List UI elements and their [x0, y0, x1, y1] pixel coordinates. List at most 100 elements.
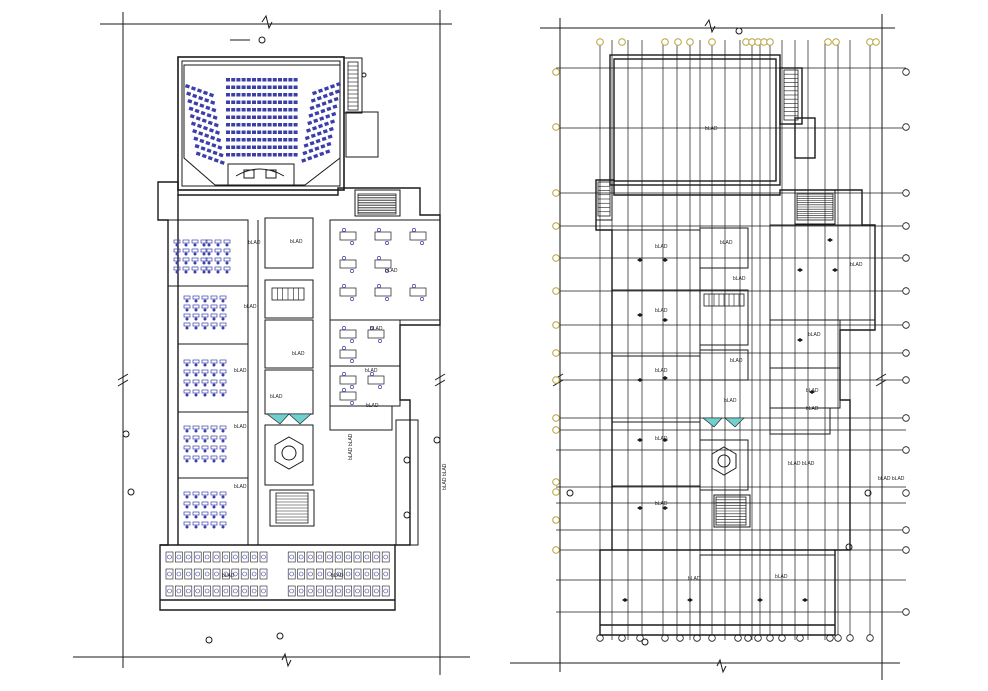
desk: [219, 511, 227, 516]
chair: [212, 299, 216, 303]
desk: [183, 322, 191, 327]
room-label: bLAD: [655, 501, 668, 507]
grid-bubble: [552, 349, 560, 357]
desk: [210, 389, 218, 394]
book-stack: [193, 551, 202, 563]
desk: [182, 266, 190, 271]
office-chair: [342, 388, 346, 392]
chair: [221, 317, 225, 321]
reading-seat: [176, 571, 182, 577]
seat: [226, 145, 230, 149]
book-stack: [250, 551, 258, 563]
room-label: bLAD: [655, 308, 668, 314]
grid-bubble: [902, 123, 910, 131]
chair: [194, 299, 198, 303]
seat: [184, 83, 190, 89]
seat: [236, 153, 241, 157]
book-stack: [353, 585, 362, 597]
right-markers: [566, 27, 872, 646]
reading-seat: [214, 554, 219, 560]
room-label: bLAD: [222, 573, 235, 579]
book-stack: [297, 551, 305, 563]
chair: [221, 495, 225, 499]
desk: [210, 313, 218, 318]
office-chair: [385, 241, 389, 245]
desk: [219, 501, 227, 506]
seat: [267, 108, 272, 112]
desk: [210, 359, 218, 364]
seat: [293, 145, 298, 149]
seat: [283, 100, 288, 104]
grid-bubble: [902, 526, 910, 534]
seat: [231, 145, 236, 149]
desk: [223, 266, 231, 271]
reading-seat: [373, 554, 379, 560]
seat: [293, 93, 298, 97]
chair: [185, 299, 189, 303]
reading-seat: [308, 554, 313, 560]
chair: [207, 261, 211, 265]
room-label: bLAD: [688, 576, 701, 582]
seat: [307, 156, 313, 161]
seat: [288, 85, 293, 89]
book-stack: [259, 551, 268, 563]
office-chair: [378, 385, 382, 389]
seat: [257, 85, 262, 89]
seat: [246, 115, 251, 119]
office-desk: [409, 287, 427, 297]
reading-seat: [242, 571, 247, 577]
desk: [201, 491, 209, 496]
seat: [283, 130, 288, 134]
reading-seat: [204, 554, 210, 560]
seat: [267, 78, 272, 82]
reading-seat: [345, 588, 351, 594]
room-label: bLAD: [234, 424, 247, 430]
seat: [257, 123, 262, 127]
seat: [262, 123, 267, 127]
seat: [198, 95, 204, 101]
desk: [201, 304, 209, 309]
office-chair: [370, 326, 374, 330]
reading-seat: [242, 588, 247, 594]
seat: [246, 123, 251, 127]
office-chair: [350, 359, 354, 363]
desk: [214, 266, 222, 271]
seat: [312, 126, 318, 131]
seat: [262, 153, 267, 157]
reading-seat: [326, 554, 332, 560]
seat: [272, 100, 277, 104]
seat: [207, 155, 213, 161]
book-stack: [325, 551, 334, 563]
seat: [226, 123, 230, 127]
desk: [219, 322, 227, 327]
grid-bubble: [708, 38, 716, 46]
desk: [205, 266, 213, 271]
seat: [309, 141, 315, 146]
book-stack: [372, 585, 381, 597]
seat: [241, 93, 246, 97]
room-label: bLAD: [775, 574, 788, 580]
seat: [321, 101, 327, 106]
left-stairs: [271, 61, 397, 524]
desk: [200, 257, 208, 262]
reading-seat: [383, 554, 389, 560]
reading-seat: [176, 588, 182, 594]
column-mark: [757, 598, 763, 602]
seat: [267, 145, 272, 149]
desk: [201, 455, 209, 460]
desk: [192, 295, 200, 300]
chair: [203, 439, 207, 443]
seat: [205, 140, 211, 146]
seat: [226, 85, 230, 89]
book-stack: [316, 568, 324, 580]
book-stack: [165, 585, 174, 597]
chair: [221, 449, 225, 453]
room-label: bLAD: [365, 368, 378, 374]
seat: [231, 108, 236, 112]
seat: [303, 143, 309, 148]
left-core: [264, 217, 315, 527]
book-stack: [325, 568, 334, 580]
book-stack: [231, 585, 240, 597]
seat: [252, 78, 256, 82]
desk: [219, 369, 227, 374]
